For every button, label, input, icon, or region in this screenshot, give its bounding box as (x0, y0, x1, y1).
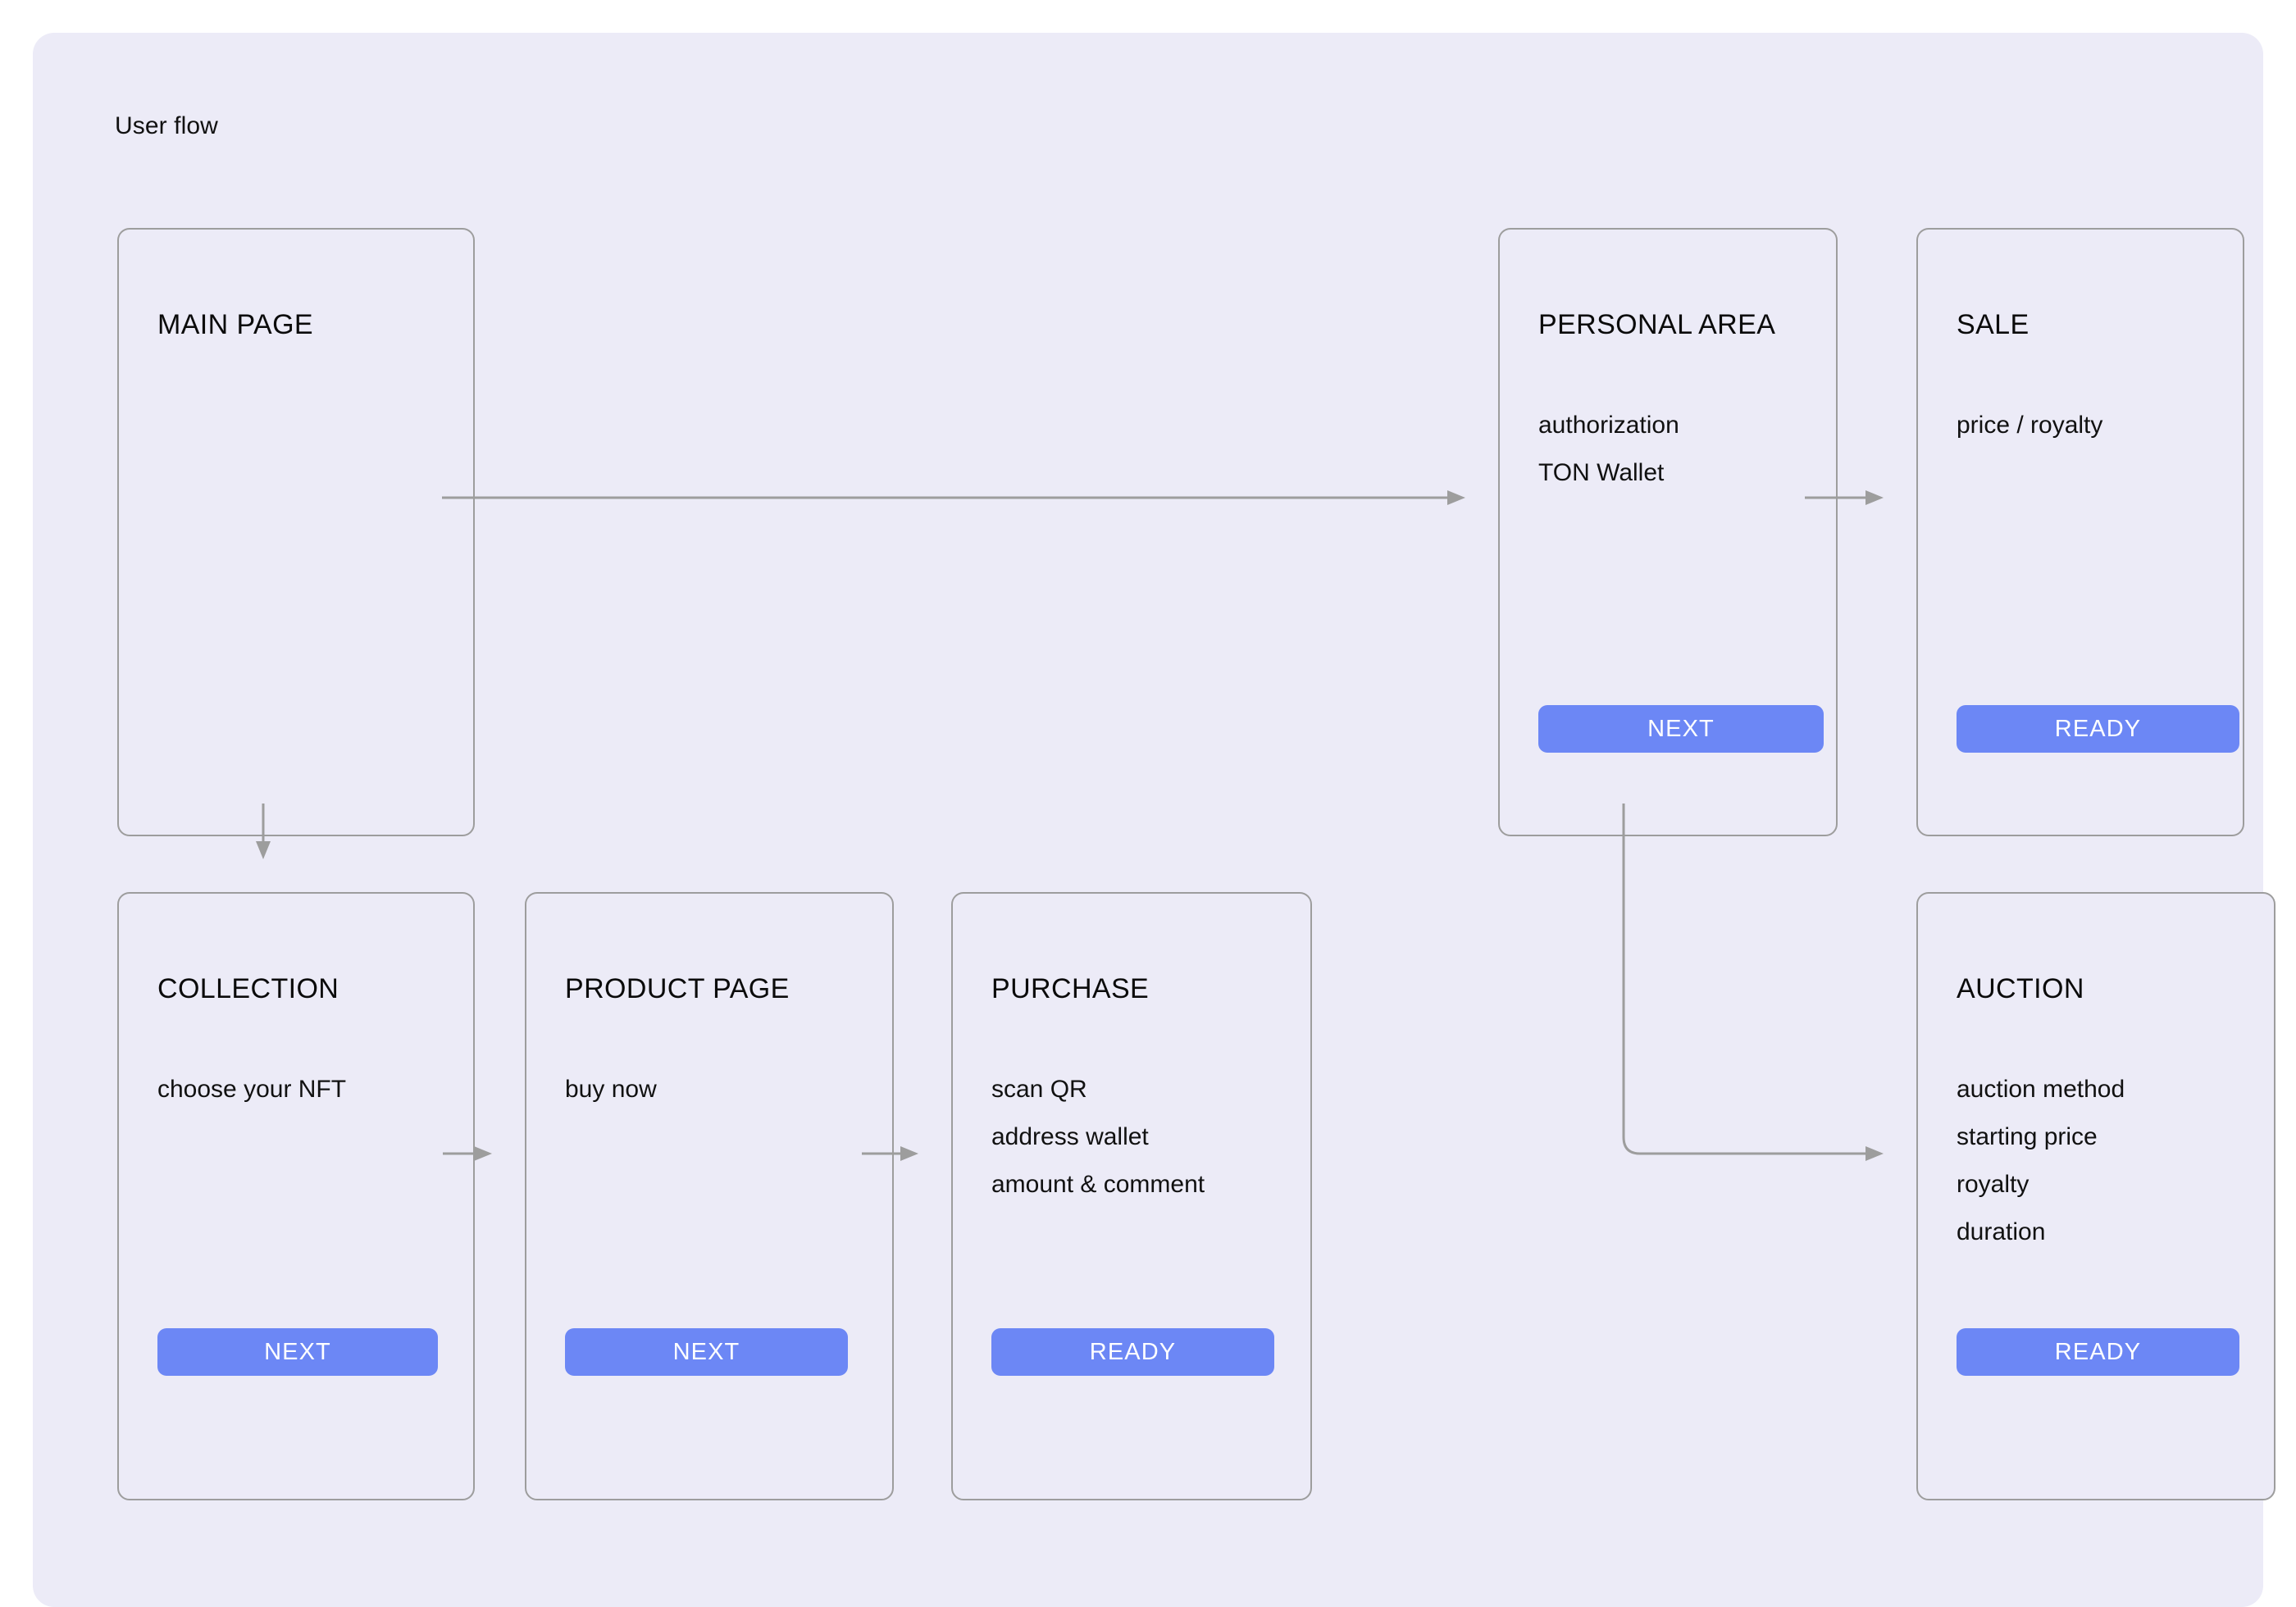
card-product-page-line: buy now (565, 1076, 657, 1103)
card-auction-lines: auction method starting price royalty du… (1957, 1066, 2254, 1256)
card-purchase-line: amount & comment (991, 1171, 1205, 1198)
card-purchase-ready-button[interactable]: READY (991, 1328, 1274, 1376)
card-personal-area-title: PERSONAL AREA (1538, 309, 1776, 340)
card-collection-next-button[interactable]: NEXT (157, 1328, 438, 1376)
card-main-page[interactable]: MAIN PAGE (117, 228, 475, 836)
board-title: User flow (115, 112, 218, 139)
card-sale-ready-button[interactable]: READY (1957, 705, 2239, 753)
card-purchase-title: PURCHASE (991, 973, 1150, 1004)
card-product-page-title: PRODUCT PAGE (565, 973, 790, 1004)
card-auction-line: duration (1957, 1218, 2046, 1245)
card-collection[interactable]: COLLECTION choose your NFT NEXT (117, 892, 475, 1500)
card-sale-lines: price / royalty (1957, 402, 2223, 449)
card-auction-title: AUCTION (1957, 973, 2084, 1004)
user-flow-canvas: User flow MAIN PAGE PERSONAL AREA author… (33, 33, 2276, 1607)
card-product-page-lines: buy now (565, 1066, 872, 1113)
card-personal-area-line: authorization (1538, 412, 1679, 439)
user-flow-board: User flow MAIN PAGE PERSONAL AREA author… (33, 33, 2276, 1607)
card-purchase-lines: scan QR address wallet amount & comment (991, 1066, 1291, 1209)
card-collection-lines: choose your NFT (157, 1066, 453, 1113)
card-personal-area-line: TON Wallet (1538, 459, 1665, 486)
card-auction-ready-button[interactable]: READY (1957, 1328, 2239, 1376)
card-auction-line: starting price (1957, 1123, 2098, 1150)
card-sale-line: price / royalty (1957, 412, 2103, 439)
card-auction-line: royalty (1957, 1171, 2029, 1198)
card-product-page[interactable]: PRODUCT PAGE buy now NEXT (525, 892, 894, 1500)
card-personal-area-next-button[interactable]: NEXT (1538, 705, 1824, 753)
card-auction-line: auction method (1957, 1076, 2125, 1103)
card-purchase[interactable]: PURCHASE scan QR address wallet amount &… (951, 892, 1312, 1500)
card-product-page-next-button[interactable]: NEXT (565, 1328, 848, 1376)
card-personal-area-lines: authorization TON Wallet (1538, 402, 1816, 497)
card-sale[interactable]: SALE price / royalty READY (1916, 228, 2244, 836)
card-main-page-title: MAIN PAGE (157, 309, 314, 340)
card-personal-area[interactable]: PERSONAL AREA authorization TON Wallet N… (1498, 228, 1838, 836)
card-auction[interactable]: AUCTION auction method starting price ro… (1916, 892, 2276, 1500)
card-purchase-line: scan QR (991, 1076, 1087, 1103)
card-sale-title: SALE (1957, 309, 2029, 340)
card-collection-title: COLLECTION (157, 973, 339, 1004)
card-purchase-line: address wallet (991, 1123, 1149, 1150)
card-collection-line: choose your NFT (157, 1076, 347, 1103)
